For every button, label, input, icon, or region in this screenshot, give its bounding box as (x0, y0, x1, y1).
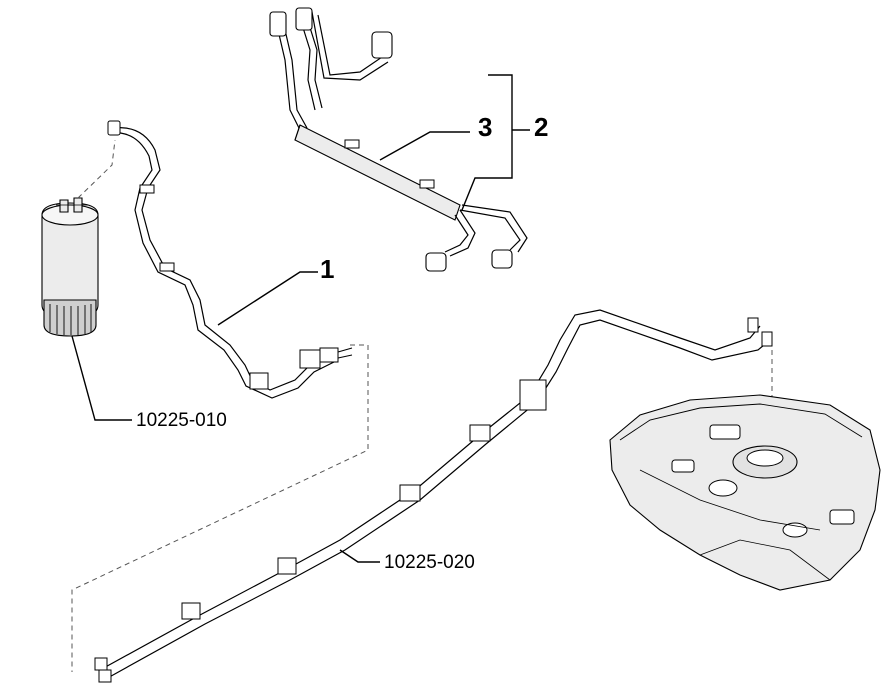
filter-connection-dashed-line (77, 139, 116, 199)
callout-ref-filter: 10225-010 (136, 410, 227, 431)
callout-ref-tank-line: 10225-020 (384, 552, 475, 573)
fuel-rail-assembly (269, 7, 528, 272)
tank-fuel-line (94, 309, 773, 683)
tank-line-connection-dashed-line (71, 344, 369, 672)
leader-part-1 (217, 271, 318, 326)
callout-part-1: 1 (320, 254, 334, 284)
leader-filter-ref (71, 335, 132, 421)
bracket-part-2 (461, 74, 513, 211)
callout-part-3: 3 (478, 112, 492, 142)
callout-part-2: 2 (534, 112, 548, 142)
leader-part-3 (379, 131, 470, 161)
leader-tank-line-ref (339, 549, 380, 563)
fuel-filter (41, 197, 99, 337)
fuel-tank (609, 394, 881, 591)
fuel-line-1 (107, 120, 353, 399)
